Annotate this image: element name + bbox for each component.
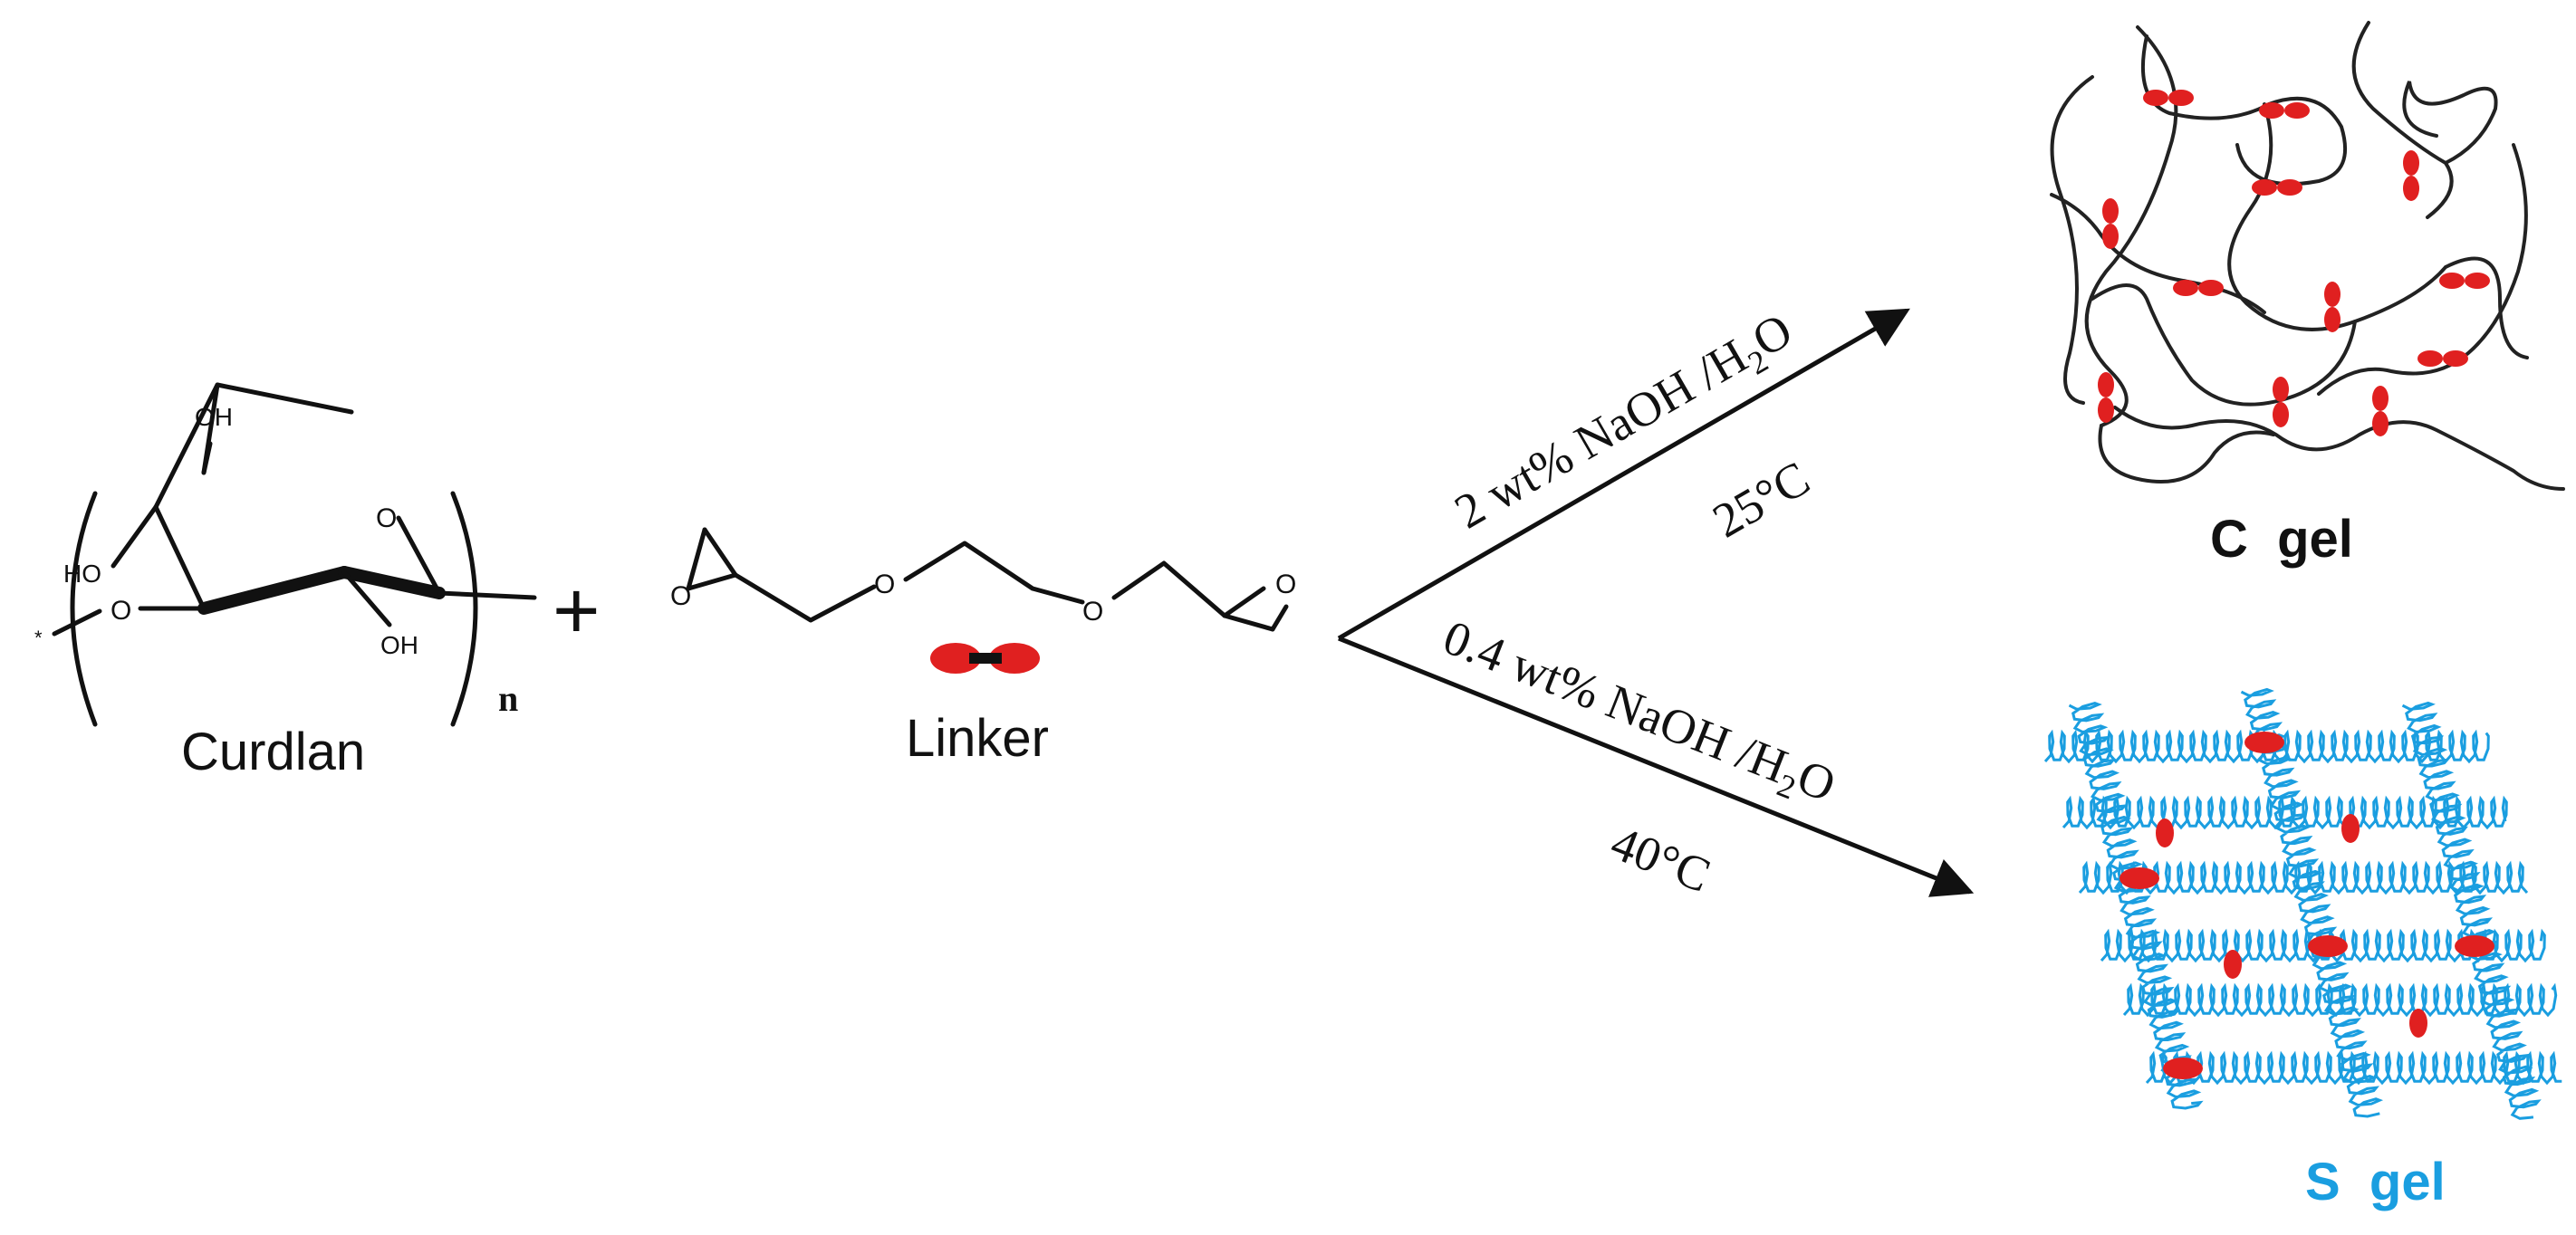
lower-temperature-label: 40°C <box>1604 815 1718 903</box>
plus-sign: + <box>553 566 601 656</box>
s-gel-network <box>2043 687 2562 1120</box>
linker-oxygen-ether-2: O <box>1082 597 1103 627</box>
epoxide-right-bond-a <box>1222 586 1266 618</box>
left-chain-bond <box>52 608 102 637</box>
curdlan-oh-bottom: OH <box>380 631 418 659</box>
curdlan-structure <box>52 382 537 727</box>
crosslink-icon <box>2224 950 2242 979</box>
crosslink-icon <box>2409 1009 2427 1038</box>
crosslink-icon <box>2341 814 2360 843</box>
helix-column <box>2240 687 2384 1118</box>
epoxide-right-bond-b <box>1222 613 1275 632</box>
upper-temperature-label: 25°C <box>1704 451 1819 549</box>
s-gel-label: S gel <box>2305 1153 2446 1211</box>
right-chain-bond <box>437 590 537 600</box>
crosslink-icon <box>2324 282 2341 332</box>
c-gel-label: C gel <box>2210 510 2353 569</box>
linker-chain-3 <box>1111 560 1227 618</box>
ring-right-bond <box>396 515 442 596</box>
helix-column <box>2068 702 2204 1110</box>
right-parenthesis <box>450 491 478 727</box>
lower-reagent-label: 0.4 wt% NaOH /H2O <box>1434 609 1843 819</box>
helix-row <box>2145 1050 2562 1086</box>
ring-left-bond <box>153 504 207 611</box>
ring-top-bonds <box>153 382 354 510</box>
crosslink-icon <box>2163 1058 2203 1079</box>
linker-structure <box>686 527 1289 632</box>
linker-oxygen-epoxide-right: O <box>1275 570 1296 599</box>
lower-reaction-arrow <box>1338 636 1975 897</box>
c-gel-crosslinks <box>2098 90 2490 436</box>
crosslink-icon <box>2417 350 2468 367</box>
curdlan-ring-oxygen: O <box>376 503 397 533</box>
crosslink-icon <box>2308 935 2348 957</box>
crosslink-icon <box>2173 280 2224 296</box>
left-parenthesis <box>70 491 98 727</box>
curdlan-star: * <box>34 627 43 649</box>
linker-oxygen-epoxide-left: O <box>670 581 691 611</box>
helix-row <box>2122 982 2558 1018</box>
epoxide-left-bond-b <box>686 572 738 591</box>
crosslink-icon <box>2098 372 2114 423</box>
upper-reaction-arrow <box>1337 308 1910 641</box>
epoxide-left-bond-c <box>686 527 707 591</box>
crosslink-icon <box>2273 377 2289 427</box>
curdlan-repeat-n: n <box>498 678 518 719</box>
crosslink-icon <box>2439 273 2490 289</box>
curdlan-label: Curdlan <box>181 723 365 781</box>
c-gel-chains <box>2050 21 2565 491</box>
c4-oh-bond <box>111 504 159 569</box>
epoxide-left-bond-a <box>702 527 738 578</box>
linker-oxygen-ether-1: O <box>874 570 895 599</box>
crosslink-icon <box>2252 179 2302 196</box>
curdlan-oh-top: OH <box>195 403 233 431</box>
ch2-bond <box>201 441 213 475</box>
curdlan-link-oxygen: O <box>111 596 131 626</box>
linker-label: Linker <box>906 709 1049 768</box>
crosslink-icon <box>2455 935 2494 957</box>
c2-oh-bond <box>341 570 392 627</box>
crosslink-icon <box>2259 102 2310 119</box>
crosslink-icon <box>2372 386 2389 436</box>
curdlan-ho-left: HO <box>63 560 101 588</box>
c-gel-network <box>2050 21 2565 491</box>
crosslink-icon <box>2102 198 2119 249</box>
crosslink-icon <box>2143 90 2194 106</box>
ring-front-bond-1 <box>197 566 351 615</box>
crosslink-icon <box>2244 732 2284 753</box>
linker-symbol-icon <box>930 643 1040 674</box>
epoxide-right-bond-c <box>1270 604 1289 632</box>
crosslink-icon <box>2156 819 2174 847</box>
helix-column <box>2401 701 2542 1120</box>
crosslink-icon <box>2403 150 2419 201</box>
linker-chain-2 <box>903 541 1085 605</box>
ring-front-bond-2 <box>338 566 446 599</box>
crosslink-icon <box>2119 867 2159 889</box>
linker-chain-1 <box>733 572 877 623</box>
